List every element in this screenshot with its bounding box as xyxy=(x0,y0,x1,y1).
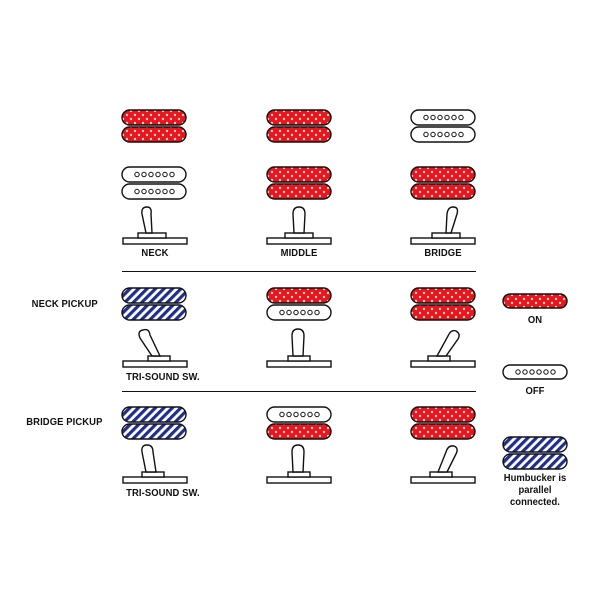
humbucker-neck-row-parallel xyxy=(121,287,187,321)
humbucker-bridge-top-off xyxy=(410,109,476,143)
legend-on-label: ON xyxy=(527,314,543,326)
humbucker-neck-row-middle xyxy=(266,287,332,321)
legend-off-swatch xyxy=(502,364,568,380)
humbucker-neck-top-coil-on xyxy=(121,109,187,143)
humbucker-bridge-row-middle xyxy=(266,406,332,440)
legend-parallel-line2: parallel connected. xyxy=(510,484,560,508)
divider-bottom xyxy=(122,391,476,392)
tri-sound-switch-bridge-3-icon xyxy=(410,445,476,484)
toggle-switch-middle-icon xyxy=(266,206,332,245)
tri-sound-switch-neck-1-icon xyxy=(122,328,188,368)
tri-sound-switch-neck-2-icon xyxy=(266,328,332,368)
column-label-neck: NECK xyxy=(141,247,169,259)
toggle-switch-bridge-icon xyxy=(410,206,476,245)
humbucker-bridge-row-neck xyxy=(121,406,187,440)
tri-sound-label-neck: TRI-SOUND SW. xyxy=(126,371,200,383)
humbucker-bridge-row-bridge xyxy=(410,406,476,440)
tri-sound-switch-bridge-1-icon xyxy=(122,444,188,484)
toggle-switch-neck-icon xyxy=(122,206,188,245)
legend-parallel-label: Humbucker is parallel connected. xyxy=(493,472,578,508)
tri-sound-switch-bridge-2-icon xyxy=(266,444,332,484)
column-label-bridge: BRIDGE xyxy=(424,247,462,259)
legend-parallel-line1: Humbucker is xyxy=(503,472,567,484)
legend-on-swatch xyxy=(502,293,568,309)
humbucker-neck-row-bridge xyxy=(410,287,476,321)
tri-sound-label-bridge: TRI-SOUND SW. xyxy=(126,487,200,499)
legend-parallel-swatch xyxy=(502,436,568,470)
legend-off-label: OFF xyxy=(525,385,545,397)
column-label-middle: MIDDLE xyxy=(280,247,318,259)
humbucker-middle-top-on xyxy=(266,109,332,143)
row-label-neck-pickup: NECK PICKUP xyxy=(31,298,98,310)
humbucker-neck-bottom-off xyxy=(121,166,187,200)
tri-sound-switch-neck-3-icon xyxy=(410,329,476,368)
divider-top xyxy=(122,271,476,272)
humbucker-bridge-bottom-on xyxy=(410,166,476,200)
humbucker-middle-bottom-on xyxy=(266,166,332,200)
row-label-bridge-pickup: BRIDGE PICKUP xyxy=(26,416,103,428)
